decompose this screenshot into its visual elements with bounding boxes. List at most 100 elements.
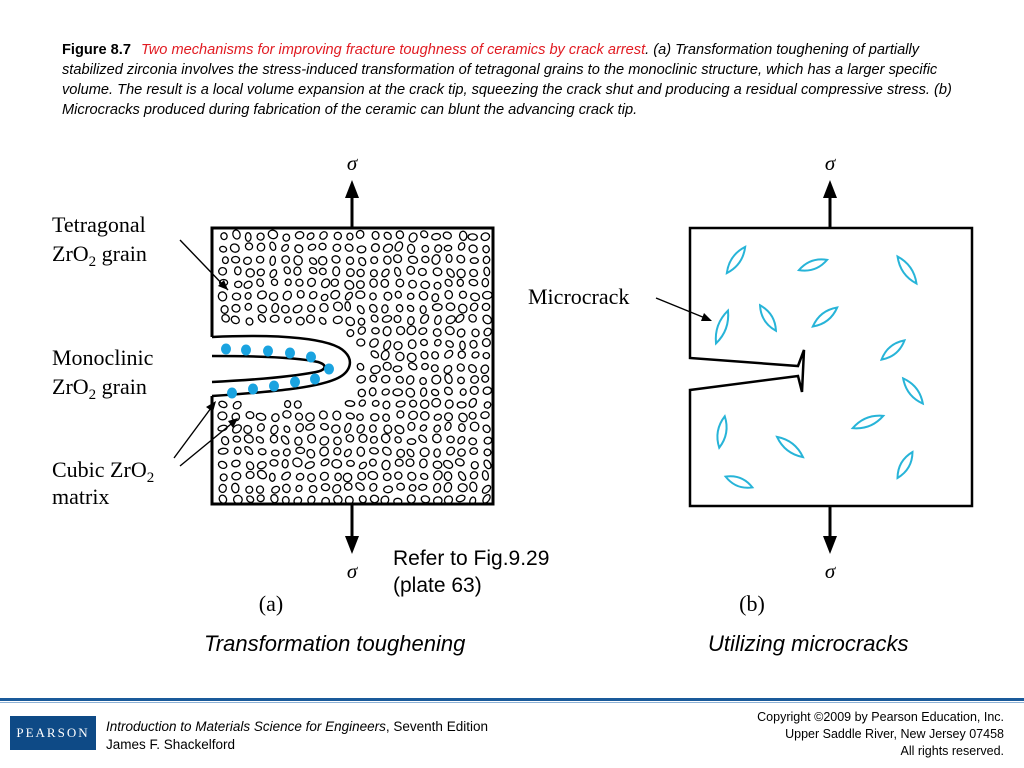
- book-title: Introduction to Materials Science for En…: [106, 719, 386, 734]
- grain: [358, 433, 368, 444]
- grain: [370, 243, 380, 253]
- grain: [443, 364, 453, 375]
- grain: [468, 278, 479, 287]
- diagram: σ σ Tetragonal ZrO2 grain: [52, 151, 974, 616]
- grain: [418, 483, 428, 491]
- grain: [469, 385, 479, 395]
- grain: [457, 242, 466, 251]
- grain: [444, 373, 453, 385]
- grain: [420, 350, 429, 360]
- grain: [306, 232, 315, 241]
- grain: [369, 482, 378, 492]
- grain: [444, 399, 454, 409]
- grain: [368, 424, 377, 433]
- grain: [446, 446, 456, 456]
- grain: [468, 364, 477, 374]
- grain: [245, 485, 254, 494]
- grain: [244, 292, 252, 300]
- grain: [346, 232, 354, 241]
- grain: [455, 313, 465, 324]
- grain: [458, 290, 468, 299]
- monoclinic-grains: [221, 343, 334, 399]
- grain: [218, 483, 227, 494]
- grain: [444, 349, 454, 359]
- grain: [469, 339, 478, 349]
- grain: [482, 245, 490, 254]
- grain: [369, 338, 379, 348]
- microcrack: [725, 245, 747, 275]
- grain: [419, 399, 430, 409]
- grain: [443, 471, 453, 482]
- grain: [395, 351, 405, 362]
- grain: [344, 243, 354, 252]
- grain: [331, 459, 343, 469]
- grain: [334, 472, 342, 482]
- grain: [442, 231, 453, 240]
- grain: [468, 437, 478, 446]
- grain: [218, 245, 228, 253]
- grain: [407, 339, 417, 350]
- grain: [220, 232, 228, 241]
- grain: [319, 436, 330, 446]
- grain: [383, 424, 393, 434]
- grain: [221, 313, 230, 323]
- grain: [431, 303, 443, 312]
- grain: [255, 485, 265, 494]
- grain: [332, 243, 342, 252]
- pointer-microcrack: [655, 297, 711, 321]
- grain: [255, 255, 265, 264]
- grain: [383, 231, 392, 240]
- grain: [304, 461, 315, 470]
- grain: [469, 257, 479, 265]
- grain: [269, 269, 278, 279]
- subtitle-utilizing-microcracks: Utilizing microcracks: [708, 631, 909, 656]
- grain: [307, 473, 317, 483]
- grain: [333, 436, 342, 446]
- grain: [305, 412, 315, 422]
- grain: [381, 388, 390, 396]
- grain: [406, 292, 415, 300]
- grain: [256, 460, 267, 470]
- grain: [468, 397, 478, 408]
- grain: [418, 290, 429, 301]
- grain: [331, 255, 341, 264]
- grain: [433, 424, 442, 433]
- grain: [231, 412, 241, 422]
- grain: [431, 374, 442, 385]
- grain: [358, 461, 368, 470]
- reference-note-line2: (plate 63): [393, 574, 482, 597]
- grain: [444, 421, 452, 432]
- grain: [219, 473, 228, 482]
- grain: [345, 256, 355, 265]
- grain: [369, 494, 380, 504]
- footer-rule-thin: [0, 702, 1024, 703]
- crack-a-outline-upper: [211, 334, 352, 398]
- grain: [344, 291, 354, 301]
- grain: [380, 374, 391, 384]
- grain: [443, 482, 453, 493]
- grain: [455, 494, 466, 503]
- grain: [419, 314, 430, 324]
- grain: [443, 244, 453, 252]
- grain: [295, 446, 306, 455]
- grain: [294, 244, 304, 254]
- grain: [232, 400, 242, 410]
- grain: [408, 232, 418, 243]
- grain: [432, 267, 443, 277]
- grain: [418, 327, 428, 335]
- grain: [381, 314, 393, 323]
- microcrack: [714, 308, 730, 346]
- grain: [457, 448, 466, 457]
- grain: [332, 266, 341, 277]
- grain: [482, 386, 493, 395]
- grain: [481, 470, 490, 481]
- grain: [468, 411, 477, 420]
- grain: [317, 256, 328, 266]
- grain: [355, 229, 365, 239]
- grain: [257, 314, 267, 323]
- grain: [419, 338, 429, 347]
- grain: [469, 447, 479, 455]
- grain: [482, 255, 491, 265]
- grain: [257, 448, 267, 456]
- grain: [368, 303, 378, 313]
